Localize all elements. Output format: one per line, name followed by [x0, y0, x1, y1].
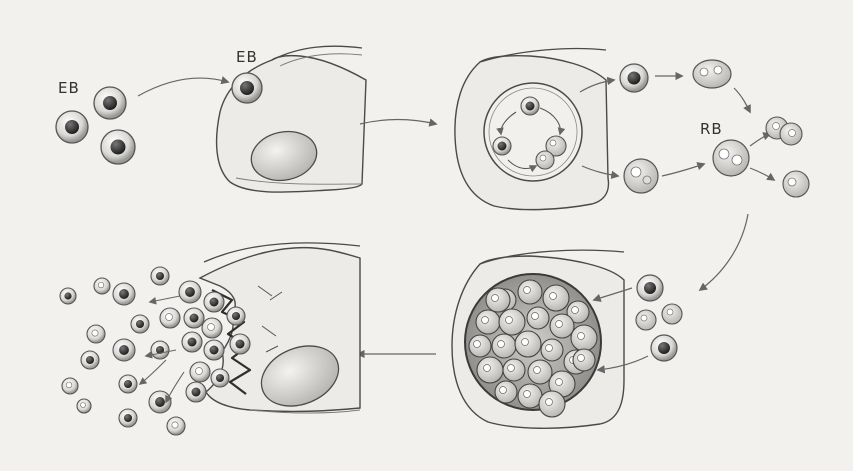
arrow-release: [166, 372, 184, 402]
released-eb-particle: [81, 351, 99, 369]
label-eb-outside: EB: [58, 79, 80, 97]
released-eb-particle: [179, 281, 201, 303]
eb-particle: [620, 64, 648, 92]
released-particles: [60, 267, 250, 435]
arrow-rb-step: [662, 164, 704, 176]
arrow-rb-step: [750, 168, 774, 180]
panel-attachment: EB: [217, 46, 436, 192]
panel-mature-inclusion: [358, 250, 682, 428]
rb-particle: [536, 151, 554, 169]
inclusion-rb-particle: [486, 288, 510, 312]
inclusion-rb-particle: [518, 280, 542, 304]
panel-rb-replication: RB: [620, 60, 809, 290]
eb-particle: [56, 111, 88, 143]
released-eb-particle: [131, 315, 149, 333]
arrow-to-inclusion: [360, 120, 436, 125]
inclusion-rb-particle: [541, 339, 563, 361]
inclusion-rb-particle: [550, 314, 574, 338]
released-eb-particle: [204, 340, 224, 360]
inclusion-rb-particle: [503, 359, 525, 381]
rb-dividing-particle: [766, 117, 802, 145]
arrow-to-mature-inclusion: [700, 214, 748, 290]
inclusion-rb-particle: [476, 310, 500, 334]
released-eb-particle: [182, 332, 202, 352]
released-rb-particle: [94, 278, 110, 294]
released-eb-particle: [186, 382, 206, 402]
inclusion-rb-particle: [495, 381, 517, 403]
released-eb-particle: [211, 369, 229, 387]
rb-particle: [662, 304, 682, 324]
arrow-release: [140, 360, 166, 384]
released-eb-particle: [113, 283, 135, 305]
released-eb-particle: [230, 334, 250, 354]
inclusion-rb-particle: [515, 331, 541, 357]
released-eb-particle: [113, 339, 135, 361]
released-rb-particle: [87, 325, 105, 343]
inclusion-rb-particle: [527, 307, 549, 329]
released-rb-particle: [77, 399, 91, 413]
eb-particle: [101, 130, 135, 164]
inclusion-rb-particle: [543, 285, 569, 311]
released-eb-particle: [60, 288, 76, 304]
released-eb-particle: [204, 292, 224, 312]
released-eb-particle: [151, 341, 169, 359]
inclusion-rb-particle: [573, 349, 595, 371]
released-rb-particle: [62, 378, 78, 394]
panel-inclusion-conversion: [455, 49, 618, 210]
inclusion-rb-particle: [477, 357, 503, 383]
inclusion-rb-particle: [528, 360, 552, 384]
inclusion-rb-particle: [539, 391, 565, 417]
released-rb-particle: [160, 308, 180, 328]
inclusion-rb-particle: [492, 334, 516, 358]
released-rb-particle: [190, 362, 210, 382]
inclusion-rb-particle: [518, 384, 542, 408]
label-rb: RB: [700, 120, 723, 138]
eb-particle: [94, 87, 126, 119]
inclusion-rb-particle: [571, 325, 597, 351]
arrow-rb-step: [734, 88, 750, 112]
eb-particle: [521, 97, 539, 115]
released-eb-particle: [119, 375, 137, 393]
released-eb-particle: [151, 267, 169, 285]
rb-particle: [624, 159, 658, 193]
released-eb-particle: [119, 409, 137, 427]
label-eb-attached: EB: [236, 48, 258, 66]
arrow-attach: [138, 78, 228, 96]
released-eb-particle: [184, 308, 204, 328]
rb-particle: [713, 140, 749, 176]
panel-free-elementary-bodies: EB: [56, 78, 228, 164]
released-rb-particle: [202, 318, 222, 338]
eb-particle: [637, 275, 663, 301]
inclusion-rb-particle: [499, 309, 525, 335]
eb-particle: [651, 335, 677, 361]
eb-attached-particle: [232, 73, 262, 103]
rb-particle: [636, 310, 656, 330]
inclusion-rb-particle: [469, 335, 491, 357]
panel-lysis-release: [60, 243, 360, 435]
released-eb-particle: [149, 391, 171, 413]
arrow-rb-step: [750, 134, 770, 146]
arrow-release: [150, 296, 180, 302]
eb-particle: [493, 137, 511, 155]
released-rb-particle: [167, 417, 185, 435]
released-eb-particle: [227, 307, 245, 325]
rb-dividing-particle: [693, 60, 731, 88]
rb-particle: [783, 171, 809, 197]
